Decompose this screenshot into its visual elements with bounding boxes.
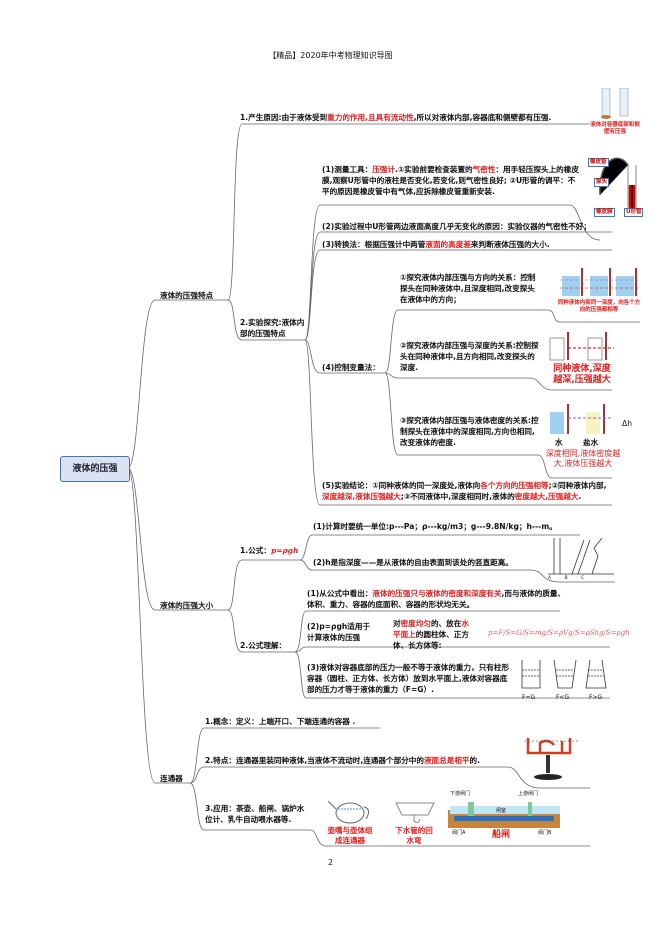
sub3-text: ③探究液体内部压强与液体密度的关系:控制探头在液体中的深度相同,方向也相同,改变…	[400, 416, 539, 447]
cause-figure-caption: 液体对容器底部和侧壁有压强	[590, 122, 640, 135]
experiment-label: 2.实验探究:液体内部的压强特点	[240, 318, 305, 338]
branch-liquid-pressure-magnitude: 液体的压强大小	[160, 601, 214, 610]
understanding-1: (1)从公式中看出：液体的压强只与液体的密度和深度有关,而与液体的质量、体积、重…	[307, 589, 566, 609]
ship-lock-caption: 船闸	[491, 830, 510, 840]
understanding-3: (3)液体对容器底部的压力一般不等于液体的重力，只有柱形容器（圆柱、正方体、长方…	[307, 663, 510, 694]
formula-label: 1.公式：p=ρgh	[240, 546, 299, 555]
step3-text: (3)转换法：根据压强计中两管液面的高度差来判断液体压强的大小.	[322, 240, 550, 249]
sub2-caption: 同种液体,深度越深,压强越大	[553, 364, 611, 385]
label-upstream-gate: 上游闸门	[518, 791, 539, 797]
control-variable-label: (4)控制变量法：	[322, 363, 380, 372]
depth-figure-labels: A B C	[548, 576, 585, 581]
label-membrane: 橡皮膜	[594, 208, 615, 217]
measuring-tool-text: (1)测量工具：压强计.①实验前要检查装置的气密性：用手轻压探头上的橡皮膜,观察…	[322, 165, 579, 196]
understanding-2-condition: 对密度均匀的、放在水平面上的圆柱体、正方体、长方体等:	[393, 619, 469, 650]
sink-figure	[395, 802, 435, 824]
label-f-gt-g: F>G	[589, 694, 603, 701]
sub3-caption: 深度相同,液体密度越大,液体压强越大	[545, 449, 621, 468]
label-u-tube: U形管	[624, 208, 644, 217]
label-delta-h: Δh	[622, 419, 633, 428]
teapot-caption: 壶嘴与壶体组成连通器	[327, 826, 373, 845]
label-f-eq-g: F=G	[522, 694, 536, 701]
connected-vessel-figure	[524, 738, 580, 780]
container-shapes-figure	[521, 660, 607, 689]
sub2-text: ②探究液体内部压强与深度的关系:控制探头在同种液体中,且方向相同,改变探头的深度…	[400, 341, 539, 372]
pressure-derivation-formula: p=F/S=G/S=mg/S=ρVg/S=ρShg/S=ρgh	[488, 629, 630, 637]
feature-text: 2.特点：连通器里装同种液体,当液体不流动时,连通器个部分中的液面总是相平的.	[205, 756, 481, 765]
root-node: 液体的压强	[60, 456, 130, 482]
label-f-lt-g: F<G	[556, 694, 570, 701]
unit-text: (1)计算时要统一单位:p---Pa；ρ---kg/m3；g---9.8N/kg…	[313, 522, 557, 531]
application-text: 3.应用：茶壶、船闸、锅炉水位计、乳牛自动喂水器等.	[205, 804, 305, 824]
page-number: 2	[328, 858, 333, 867]
label-rubber-tube: 橡皮管	[588, 158, 609, 167]
ship-lock-figure	[448, 802, 560, 828]
label-valve-a: 阀门A	[452, 830, 466, 836]
label-lock-chamber: 闸室	[496, 808, 507, 814]
direction-experiment-figure	[560, 268, 640, 296]
tube-figure	[601, 88, 629, 119]
sub1-text: ①探究液体内部压强与方向的关系：控制探头在同种液体中,且深度相同,改变探头在液体…	[400, 273, 536, 304]
depth-experiment-figure	[549, 332, 614, 361]
page-header: 【精品】2020年中考物理知识导图	[268, 51, 393, 60]
label-probe: 探头	[594, 178, 610, 187]
step2-text: (2)实验过程中U形管两边液面高度几乎无变化的原因：实验仪器的气密性不好；	[322, 222, 591, 231]
depth-definition: (2)h是指深度——是从液体的自由表面到该处的竖直距离。	[313, 558, 513, 567]
concept-text: 1.概念：定义：上端开口、下端连通的容器 .	[205, 717, 356, 726]
cause-text: 1.产生原因:由于液体受到重力的作用,且具有流动性,所以对液体内部,容器底和侧壁…	[240, 113, 552, 122]
understanding-2: (2)p=ρgh适用于计算液体的压强	[307, 622, 371, 642]
formula-understanding-label: 2.公式理解：	[240, 641, 287, 650]
density-experiment-figure	[550, 404, 612, 434]
label-downstream-gate: 下游闸门	[450, 791, 471, 797]
label-valve-b: 阀门B	[538, 830, 552, 836]
branch-connected-vessels: 连通器	[160, 774, 183, 783]
label-water: 水	[555, 438, 563, 447]
teapot-figure	[328, 800, 370, 824]
sub1-caption: 同种液体内部同一深度，向各个方向的压强都相等	[557, 300, 641, 313]
conclusion-text: (5)实验结论：①同种液体的同一深度处,液体向各个方向的压强相等;②同种液体内部…	[322, 481, 607, 501]
label-salt-water: 盐水	[583, 438, 599, 447]
branch-liquid-pressure-features: 液体的压强特点	[160, 291, 214, 300]
sink-caption: 下水管的回水弯	[395, 826, 433, 845]
depth-figure	[548, 537, 614, 575]
